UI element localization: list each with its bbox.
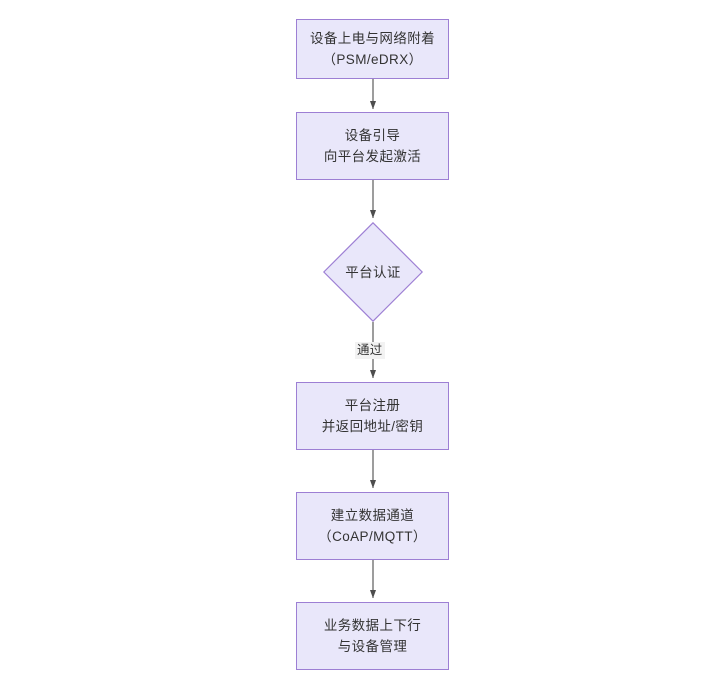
node-platform-auth-label: 平台认证 — [345, 264, 401, 280]
node-platform-register-line-1: 平台注册 — [344, 398, 401, 413]
node-data-channel-line-1: 建立数据通道 — [330, 508, 415, 523]
node-data-channel[interactable]: 建立数据通道 （CoAP/MQTT） — [296, 492, 449, 560]
node-platform-register-line-2: 并返回地址/密钥 — [321, 419, 424, 434]
diamond-shape — [323, 222, 423, 322]
node-platform-auth[interactable]: 平台认证 — [323, 222, 423, 322]
node-bootstrap[interactable]: 设备引导 向平台发起激活 — [296, 112, 449, 180]
node-platform-register[interactable]: 平台注册 并返回地址/密钥 — [296, 382, 449, 450]
node-business-data-line-2: 与设备管理 — [337, 639, 408, 654]
node-power-on-line-1: 设备上电与网络附着 — [309, 31, 436, 46]
node-power-on-line-2: （PSM/eDRX） — [322, 52, 423, 67]
node-power-on[interactable]: 设备上电与网络附着 （PSM/eDRX） — [296, 19, 449, 79]
node-bootstrap-line-2: 向平台发起激活 — [323, 149, 422, 164]
node-data-channel-line-2: （CoAP/MQTT） — [318, 529, 427, 544]
node-business-data-line-1: 业务数据上下行 — [323, 618, 422, 633]
node-business-data[interactable]: 业务数据上下行 与设备管理 — [296, 602, 449, 670]
node-bootstrap-line-1: 设备引导 — [344, 128, 401, 143]
edge-label-pass: 通过 — [355, 342, 385, 359]
